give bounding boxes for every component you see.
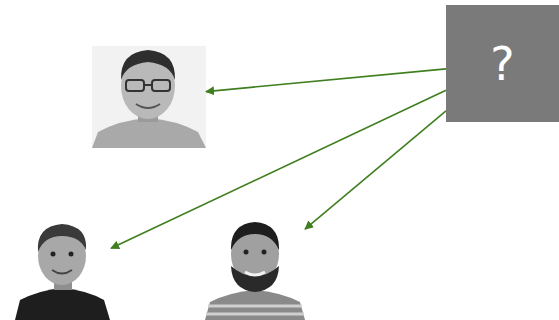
portrait-node xyxy=(92,46,206,148)
arrow-connector xyxy=(206,69,446,92)
portrait-photo xyxy=(205,222,305,320)
portrait-node xyxy=(15,222,111,320)
portrait-photo xyxy=(92,46,206,148)
unknown-box: ? xyxy=(446,5,559,122)
arrow-connector xyxy=(111,90,446,248)
portrait-node xyxy=(205,222,305,320)
arrow-connector xyxy=(305,111,446,229)
portrait-photo xyxy=(15,222,111,320)
node-label: ? xyxy=(490,41,514,87)
